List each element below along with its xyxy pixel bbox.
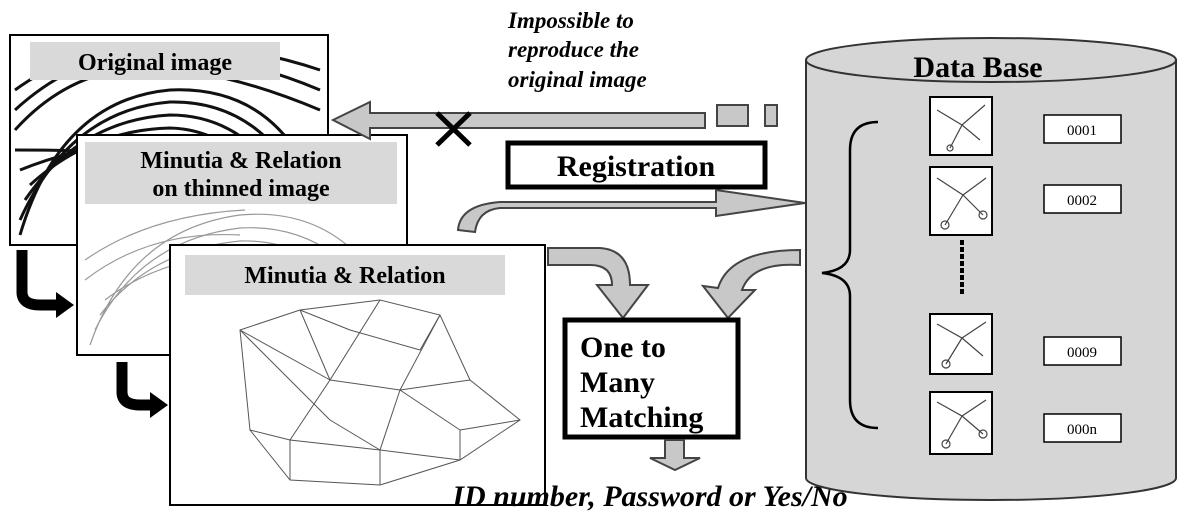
minutia-label: Minutia & Relation — [244, 263, 445, 289]
record-id-3: 0009 — [1043, 336, 1122, 366]
probe-to-matching-arrow — [547, 247, 651, 320]
minutia-relation-graph — [239, 299, 521, 486]
record-id-label: 0001 — [1067, 123, 1097, 139]
record-id-label: 0009 — [1067, 345, 1097, 361]
record-id-1: 0001 — [1043, 114, 1122, 144]
database-to-matching-arrow — [700, 248, 801, 320]
records-brace — [821, 120, 879, 430]
record-id-label: 000n — [1067, 422, 1098, 438]
minutia-panel: Minutia & Relation — [169, 244, 546, 506]
database-cylinder: Data Base — [805, 37, 1177, 501]
impossible-line2: reproduce the — [508, 37, 639, 62]
matching-line2: Many — [580, 366, 655, 399]
impossible-arrow — [330, 100, 778, 147]
thinned-label-line1: Minutia & Relation — [140, 148, 341, 174]
registration-label: Registration — [557, 150, 716, 183]
output-arrow — [649, 439, 701, 472]
registration-arrow — [456, 188, 806, 234]
impossible-line3: original image — [508, 67, 647, 92]
registration-box: Registration — [505, 140, 768, 190]
thinned-label-line2: on thinned image — [152, 176, 330, 202]
output-label: ID number, Password or Yes/No — [451, 480, 847, 513]
blocked-cross-icon — [435, 111, 472, 147]
matching-box: One to Many Matching — [562, 317, 741, 440]
original-image-label: Original image — [78, 50, 232, 76]
impossible-caption: Impossible to reproduce the original ima… — [507, 8, 647, 92]
step-arrow-1 — [16, 250, 74, 318]
record-id-2: 0002 — [1043, 184, 1122, 214]
record-thumbnail-3 — [929, 313, 993, 375]
record-thumbnail-4 — [929, 391, 993, 455]
impossible-line1: Impossible to — [507, 8, 634, 33]
matching-line3: Matching — [580, 401, 703, 434]
record-thumbnail-1 — [929, 96, 993, 156]
database-label: Data Base — [913, 51, 1042, 84]
matching-line1: One to — [580, 331, 666, 364]
record-id-label: 0002 — [1067, 193, 1097, 209]
record-id-4: 000n — [1043, 413, 1122, 443]
step-arrow-2 — [116, 362, 168, 418]
record-thumbnail-2 — [929, 166, 993, 236]
